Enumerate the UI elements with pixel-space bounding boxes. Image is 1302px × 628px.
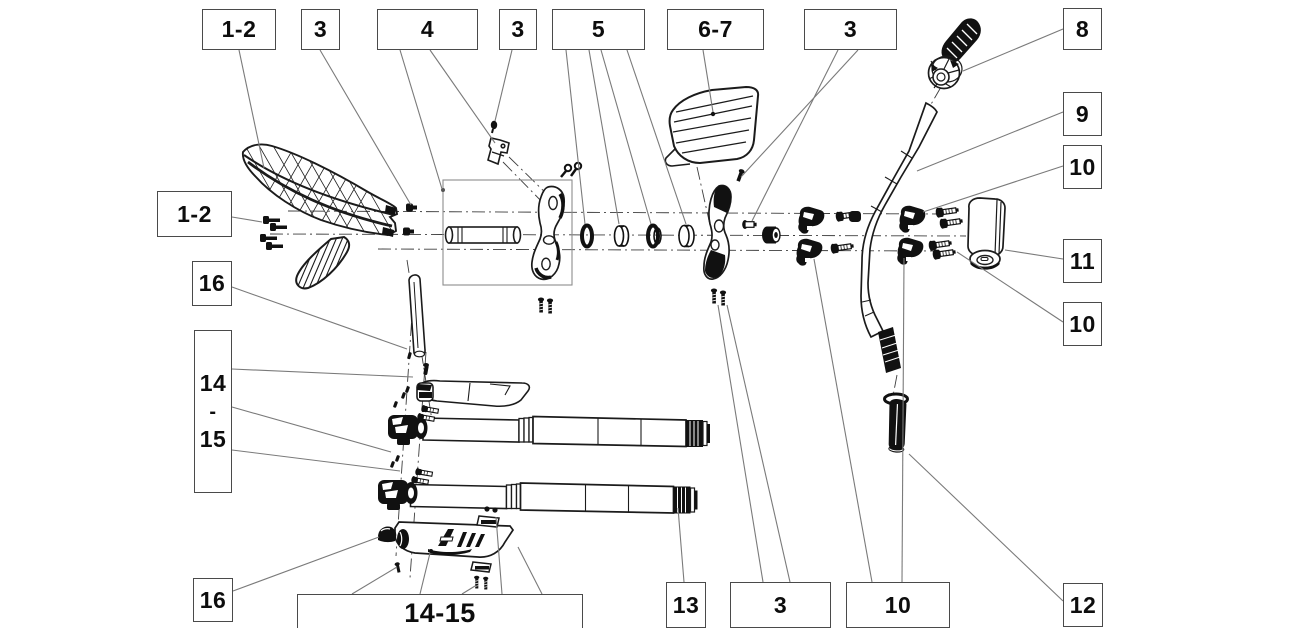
callout-left-16: 16: [192, 261, 232, 306]
handguard-screws-left: [260, 216, 287, 250]
callout-left-1-2: 1-2: [157, 191, 232, 237]
callout-top-4: 4: [377, 9, 478, 50]
lever-link-right: [703, 184, 732, 280]
callout-bottom-14-15: 14-15: [297, 594, 583, 628]
plate-roller: [397, 529, 409, 549]
pivot-pin: [742, 220, 757, 229]
callout-right-10a: 10: [1063, 145, 1102, 189]
skid-plate-logo: [428, 529, 485, 555]
callout-right-9: 9: [1063, 92, 1102, 136]
handguard-right: [664, 85, 760, 167]
lever-screws-right: [710, 169, 745, 306]
fork-tube-upper: [422, 415, 711, 448]
callout-bottom-13: 13: [666, 582, 706, 628]
lever-screws-left: [537, 297, 554, 314]
sub-assembly-frame: [442, 179, 573, 286]
callout-bottom-3: 3: [730, 582, 831, 628]
mount-bracket: [487, 137, 510, 166]
dome-cap: [378, 526, 397, 543]
callout-top-3b: 3: [499, 9, 537, 50]
leader-lines: [231, 28, 1064, 602]
callout-left-14-15: 14 - 15: [194, 330, 232, 493]
guard-plate: [416, 379, 531, 408]
frame-screws: [403, 203, 417, 236]
grip-pad: [967, 197, 1006, 270]
cap-nut: [762, 226, 781, 244]
callout-right-11: 11: [1063, 239, 1102, 283]
leader-dot: [710, 111, 716, 117]
callout-top-6-7: 6-7: [667, 9, 764, 50]
callout-top-8: 8: [1063, 8, 1102, 50]
bar-end-plug: [849, 211, 861, 222]
riser-screws: [390, 352, 429, 468]
callout-top-3c: 3: [804, 9, 897, 50]
washer-set: [580, 223, 695, 249]
lever-link-left: [530, 185, 566, 281]
pivot-sleeve: [444, 226, 522, 244]
handlebar: [849, 101, 938, 373]
callout-top-3a: 3: [301, 9, 340, 50]
callout-right-10b: 10: [1063, 302, 1102, 346]
callout-label-14: 14: [199, 370, 227, 397]
steering-tube: [408, 274, 426, 358]
throttle-assembly: [927, 18, 981, 90]
callout-bottom-16: 16: [193, 578, 233, 622]
callout-label-15: 15: [199, 425, 227, 452]
grip: [888, 398, 907, 453]
callout-top-5: 5: [552, 9, 645, 50]
eyelet-screws: [560, 161, 583, 178]
skid-plate: [394, 506, 515, 590]
callout-right-12: 12: [1063, 583, 1103, 627]
fork-tube-lower: [409, 482, 699, 515]
handguard-left: [241, 143, 398, 290]
callout-top-1-2: 1-2: [202, 9, 276, 50]
callout-bottom-10: 10: [846, 582, 950, 628]
bracket-screw: [490, 120, 498, 134]
callout-range-dash: -: [209, 400, 217, 423]
